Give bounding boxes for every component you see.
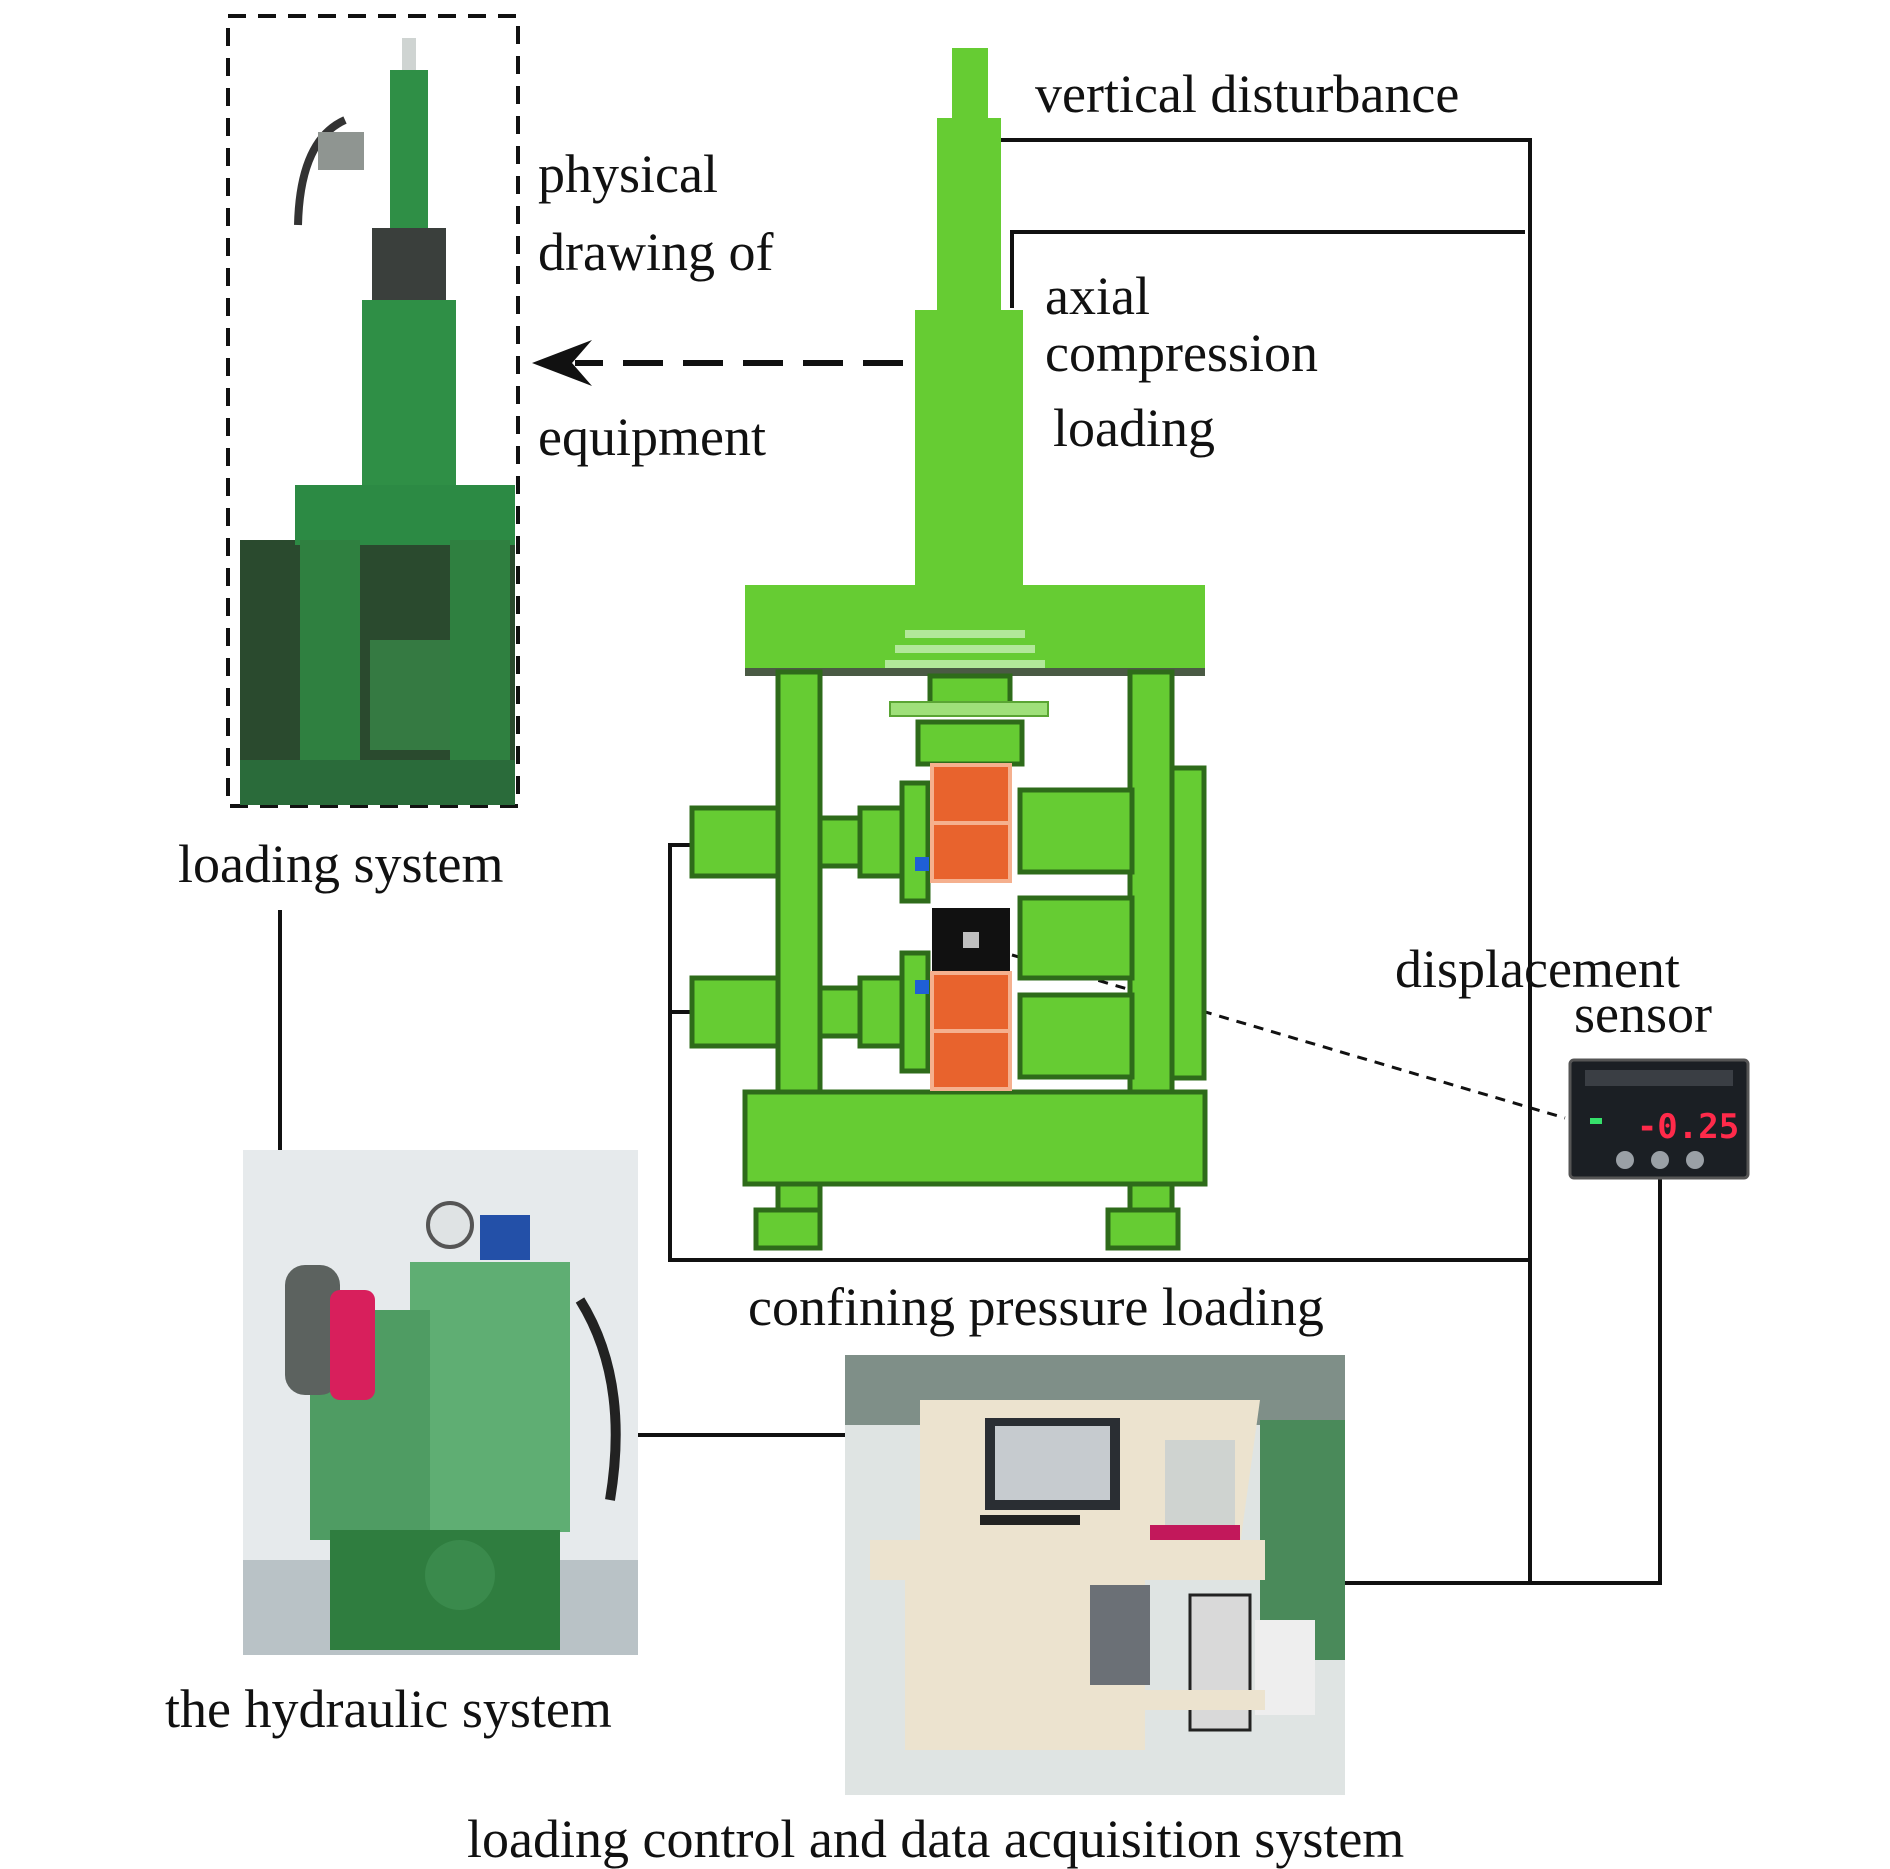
sensor-top-strip — [1585, 1070, 1733, 1086]
right-foot-stem — [1127, 1181, 1175, 1215]
left-piston-upper — [857, 805, 905, 879]
motor — [425, 1540, 495, 1610]
platen-step-2 — [895, 645, 1035, 653]
sensor-body — [1568, 1058, 1750, 1180]
left-foot — [753, 1207, 823, 1251]
sensor-button — [1651, 1151, 1669, 1169]
left-piston-lower — [857, 975, 905, 1049]
rock-specimen — [915, 763, 1012, 1091]
actuator-upper — [937, 118, 1001, 313]
upper-cylinder — [390, 70, 428, 230]
base-plate — [240, 760, 515, 805]
strain-gauge — [915, 980, 929, 994]
displacement-sensor-label-line1: displacement — [1395, 939, 1680, 999]
vertical-disturbance-label: vertical disturbance — [1035, 64, 1460, 124]
crossbeam — [745, 585, 1205, 670]
specimen-segment — [930, 821, 1012, 883]
sensor-leader-line — [1011, 953, 1566, 1120]
sensor-to-control-wire — [1340, 1175, 1662, 1585]
specimen-segment — [930, 971, 1012, 1033]
hose — [294, 116, 347, 226]
left-pad-lower — [899, 950, 931, 1074]
left-cylinder-lower — [689, 975, 781, 1049]
loading-platen — [915, 719, 1025, 767]
displacement-sensor-device: -0.25 — [1568, 1058, 1750, 1180]
axial-compression-label-line2: compression — [1045, 323, 1318, 383]
physical-drawing-label-line1: physical — [538, 144, 718, 204]
cable-bundle — [1090, 1585, 1150, 1685]
piston-rod — [402, 38, 416, 78]
specimen-segment — [930, 1029, 1012, 1091]
physical-drawing-label-line3: equipment — [538, 407, 766, 467]
loading-machine-schematic — [689, 48, 1208, 1251]
hose — [575, 1297, 621, 1501]
pressure-gauge — [426, 1201, 474, 1249]
main-cylinder — [362, 300, 456, 490]
measurement-point — [963, 932, 979, 948]
bearing-plate — [889, 701, 1049, 717]
keyboard — [980, 1515, 1080, 1525]
motor-block — [370, 640, 450, 750]
control-buttons-panel — [1165, 1440, 1235, 1540]
strain-gauge — [915, 857, 929, 871]
confining-pressure-label: confining pressure loading — [748, 1277, 1324, 1337]
right-backplate — [1169, 765, 1207, 1081]
red-filter — [330, 1290, 375, 1400]
control-system-label: loading control and data acquisition sys… — [467, 1809, 1405, 1869]
lower-shelf — [1140, 1690, 1265, 1710]
left-rod-upper — [817, 815, 863, 869]
physical-drawing-label-line2: drawing of — [538, 222, 774, 282]
actuator-body — [915, 310, 1023, 590]
displacement-sensor-label-line2: sensor — [1574, 984, 1712, 1044]
desk-top — [870, 1540, 1265, 1580]
actuator-rod — [952, 48, 988, 120]
sensor-button — [1686, 1151, 1704, 1169]
vertical-disturbance-wire — [996, 138, 1532, 1583]
hydraulic-system-label: the hydraulic system — [165, 1679, 612, 1739]
specimen-segment — [930, 763, 1012, 825]
guide-frame — [372, 228, 446, 308]
status-led — [1590, 1118, 1602, 1124]
right-column — [450, 540, 510, 780]
confining-pressure-wire — [668, 843, 1530, 1262]
right-block-upper — [1017, 787, 1135, 875]
platen-step-3 — [885, 660, 1045, 668]
sensor-button — [1616, 1151, 1634, 1169]
hydraulic-system-photo — [243, 1150, 638, 1655]
axial-compression-label-line3: loading — [1053, 398, 1215, 458]
axial-compression-label-line1: axial — [1045, 266, 1150, 326]
sensor-readout: -0.25 — [1637, 1107, 1739, 1147]
wiring — [278, 138, 1662, 1585]
axial-compression-wire — [1010, 230, 1525, 308]
control-system-photo — [845, 1355, 1345, 1795]
right-block-middle — [1017, 895, 1135, 981]
left-rod-lower — [817, 985, 863, 1039]
platen-step-1 — [905, 630, 1025, 638]
dashed-arrow — [532, 340, 903, 386]
right-foot — [1105, 1207, 1181, 1251]
oil-tank — [410, 1262, 570, 1532]
accumulator — [285, 1265, 340, 1395]
loading-system-label: loading system — [178, 834, 504, 894]
base-beam — [742, 1089, 1208, 1187]
left-column — [300, 540, 360, 780]
monitor-screen — [995, 1426, 1110, 1500]
right-block-lower — [1017, 992, 1135, 1080]
loading-system-photo — [226, 14, 520, 808]
valve-block — [480, 1215, 530, 1260]
right-column — [1127, 669, 1175, 1095]
left-cylinder-upper — [689, 805, 781, 879]
left-pad-upper — [899, 780, 931, 904]
crossbeam-shadow — [745, 668, 1205, 676]
top-plate — [295, 485, 515, 545]
valve — [318, 132, 364, 170]
left-column — [775, 669, 823, 1095]
